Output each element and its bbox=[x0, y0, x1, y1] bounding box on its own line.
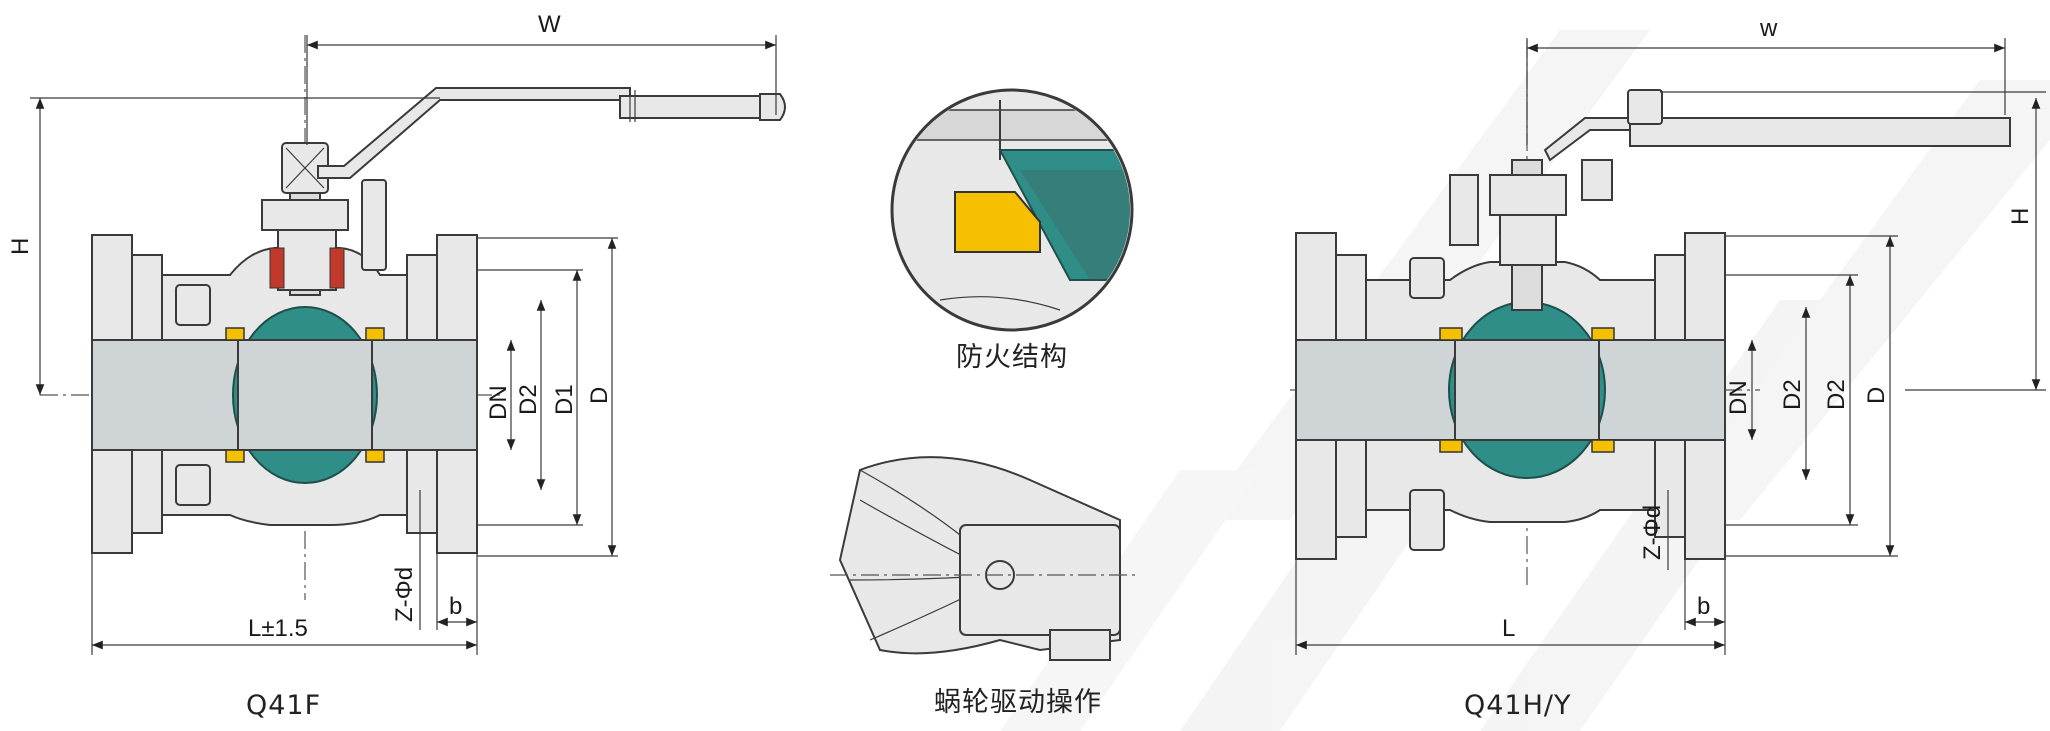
dim-b-label-right: b bbox=[1697, 593, 1710, 620]
right-valve-caption: Q41H/Y bbox=[1464, 690, 1572, 721]
fireproof-caption: 防火结构 bbox=[956, 342, 1068, 373]
dim-W-label: W bbox=[538, 11, 561, 38]
dim-L-label-right: L bbox=[1502, 615, 1515, 642]
dim-H-label: H bbox=[7, 238, 34, 255]
dim-D2-label-right-a: D2 bbox=[1779, 379, 1806, 410]
dim-D-label: D bbox=[586, 387, 613, 404]
dim-H-label-right: H bbox=[2007, 208, 2034, 225]
fireproof-detail bbox=[890, 88, 1134, 332]
right-valve: w H DN D2 D2 D L Z-Φd b bbox=[1290, 15, 2046, 655]
dim-D1-label: D1 bbox=[551, 384, 578, 415]
dim-Zd-label: Z-Φd bbox=[391, 567, 418, 622]
worm-gear-detail bbox=[830, 456, 1140, 661]
left-valve: W H DN D2 D1 D L±1.5 Z-Φd b bbox=[7, 11, 786, 655]
dim-b-label: b bbox=[449, 593, 462, 620]
dim-D2-label-right-b: D2 bbox=[1823, 379, 1850, 410]
dim-DN-label-right: DN bbox=[1725, 380, 1752, 415]
dim-DN-label: DN bbox=[485, 385, 512, 420]
dim-w-label: w bbox=[1759, 15, 1778, 42]
dim-Zd-label-right: Z-Φd bbox=[1639, 505, 1666, 560]
dim-D-label-right: D bbox=[1863, 387, 1890, 404]
dim-D2-label: D2 bbox=[515, 384, 542, 415]
left-valve-caption: Q41F bbox=[246, 690, 322, 721]
dim-L-label: L±1.5 bbox=[248, 615, 308, 642]
worm-gear-caption: 蜗轮驱动操作 bbox=[934, 687, 1102, 718]
